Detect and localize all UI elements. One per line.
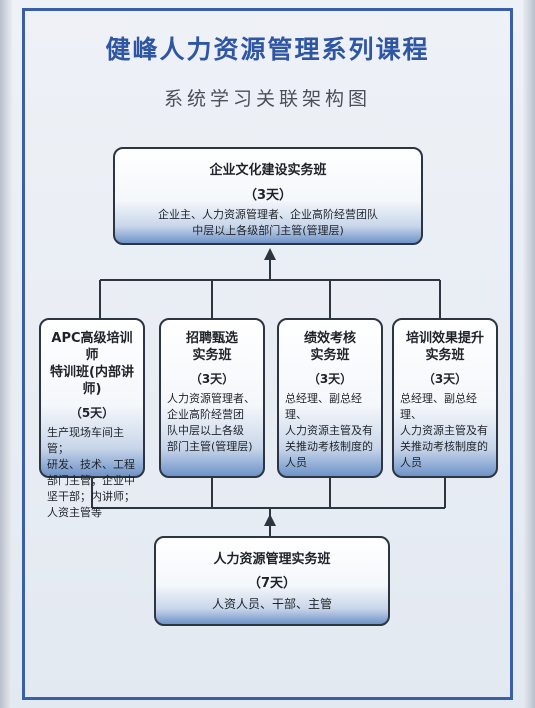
arrowhead-to-top	[264, 248, 276, 260]
course-name: 企业文化建设实务班	[209, 163, 327, 178]
arrowhead-to-middle	[264, 514, 276, 526]
display-bezel-left	[0, 0, 12, 708]
course-name: APC高级培训师 特训班(内部讲师)	[50, 331, 134, 397]
course-duration: （3天）	[243, 188, 293, 203]
course-audience: 人力资源管理者、 企业高阶经营团 队中层以上各级 部门主管(管理层)	[167, 392, 255, 453]
course-audience: 人资人员、干部、主管	[211, 597, 332, 611]
course-duration: （5天）	[69, 406, 115, 420]
course-audience: 总经理、副总经理、 人力资源主管及有 关推动考核制度的 人员	[400, 392, 488, 469]
course-apc-trainer: APC高级培训师 特训班(内部讲师) （5天） 生产现场车间主管； 研发、技术、…	[39, 318, 145, 519]
course-audience: 总经理、副总经理、 人力资源主管及有 关推动考核制度的 人员	[285, 392, 373, 469]
course-audience: 生产现场车间主管； 研发、技术、工程 部门主管；企业中 坚干部；内讲师； 人资主…	[47, 426, 135, 519]
course-hr-management: 人力资源管理实务班 （7天） 人资人员、干部、主管	[154, 536, 390, 626]
course-duration: （3天）	[422, 372, 468, 386]
course-culture-building: 企业文化建设实务班 （3天） 企业主、人力资源管理者、企业高阶经营团队 中层以上…	[113, 147, 423, 245]
course-audience: 企业主、人力资源管理者、企业高阶经营团队 中层以上各级部门主管(管理层)	[158, 208, 378, 237]
course-name: 培训效果提升 实务班	[405, 331, 484, 363]
poster-title: 健峰人力资源管理系列课程	[105, 35, 430, 64]
course-performance: 绩效考核 实务班 （3天） 总经理、副总经理、 人力资源主管及有 关推动考核制度…	[277, 318, 383, 478]
course-duration: （7天）	[247, 576, 297, 591]
course-recruitment: 招聘甄选 实务班 （3天） 人力资源管理者、 企业高阶经营团 队中层以上各级 部…	[159, 318, 265, 478]
course-name: 人力资源管理实务班	[213, 552, 331, 567]
poster-frame	[22, 8, 513, 700]
course-name: 绩效考核 实务班	[303, 331, 356, 363]
poster-subtitle: 系统学习关联架构图	[163, 88, 371, 110]
display-bezel-right	[523, 0, 535, 708]
course-training-effect: 培训效果提升 实务班 （3天） 总经理、副总经理、 人力资源主管及有 关推动考核…	[392, 318, 498, 478]
course-duration: （3天）	[189, 372, 235, 386]
course-name: 招聘甄选 实务班	[185, 331, 238, 363]
course-duration: （3天）	[307, 372, 353, 386]
